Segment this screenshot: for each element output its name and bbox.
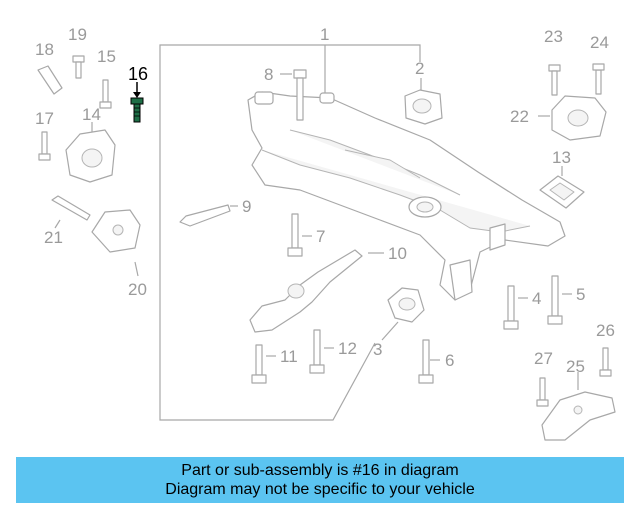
callout-1: 1 xyxy=(320,25,329,44)
bolt-part-16-highlighted xyxy=(130,82,144,123)
assembly-bracket xyxy=(159,44,421,421)
parts-diagram: 1 2 3 4 5 6 7 8 9 10 11 12 13 14 15 16 1… xyxy=(35,25,616,441)
callout-23: 23 xyxy=(544,27,563,46)
bolt-parts xyxy=(38,55,612,407)
link-part-10 xyxy=(249,249,384,333)
callout-16: 16 xyxy=(128,64,148,84)
mount-part-3 xyxy=(381,287,425,341)
callout-2: 2 xyxy=(415,59,424,78)
callout-4: 4 xyxy=(532,289,541,308)
bracket-part-20 xyxy=(91,209,141,277)
callout-9: 9 xyxy=(242,197,251,216)
banner-line-2: Diagram may not be specific to your vehi… xyxy=(165,481,475,498)
info-banner: Part or sub-assembly is #16 in diagram D… xyxy=(16,457,624,503)
callout-20: 20 xyxy=(128,280,147,299)
callout-24: 24 xyxy=(590,33,609,52)
callout-15: 15 xyxy=(97,47,116,66)
mount-part-22 xyxy=(538,95,607,141)
callout-18: 18 xyxy=(35,40,54,59)
callout-26: 26 xyxy=(596,321,615,340)
pad-part-13 xyxy=(539,166,585,209)
callout-25: 25 xyxy=(566,357,585,376)
subframe-part xyxy=(247,91,566,301)
callout-3: 3 xyxy=(373,340,382,359)
callout-17: 17 xyxy=(35,109,54,128)
callout-6: 6 xyxy=(445,351,454,370)
banner-line-1: Part or sub-assembly is #16 in diagram xyxy=(181,462,459,479)
callout-14: 14 xyxy=(82,105,101,124)
mount-part-2 xyxy=(404,78,443,125)
callout-10: 10 xyxy=(388,244,407,263)
bracket-part-18 xyxy=(37,65,63,95)
bracket-part-25 xyxy=(541,372,616,441)
callout-27: 27 xyxy=(534,349,553,368)
callout-13: 13 xyxy=(552,148,571,167)
callout-22: 22 xyxy=(510,107,529,126)
callout-12: 12 xyxy=(338,339,357,358)
callout-11: 11 xyxy=(280,347,298,366)
callout-19: 19 xyxy=(68,25,87,44)
callout-5: 5 xyxy=(576,285,585,304)
callout-labels: 1 2 3 4 5 6 7 8 9 10 11 12 13 14 15 16 1… xyxy=(35,25,615,376)
callout-7: 7 xyxy=(316,227,325,246)
callout-8: 8 xyxy=(264,65,273,84)
mount-part-14 xyxy=(65,122,116,183)
callout-21: 21 xyxy=(44,228,63,247)
